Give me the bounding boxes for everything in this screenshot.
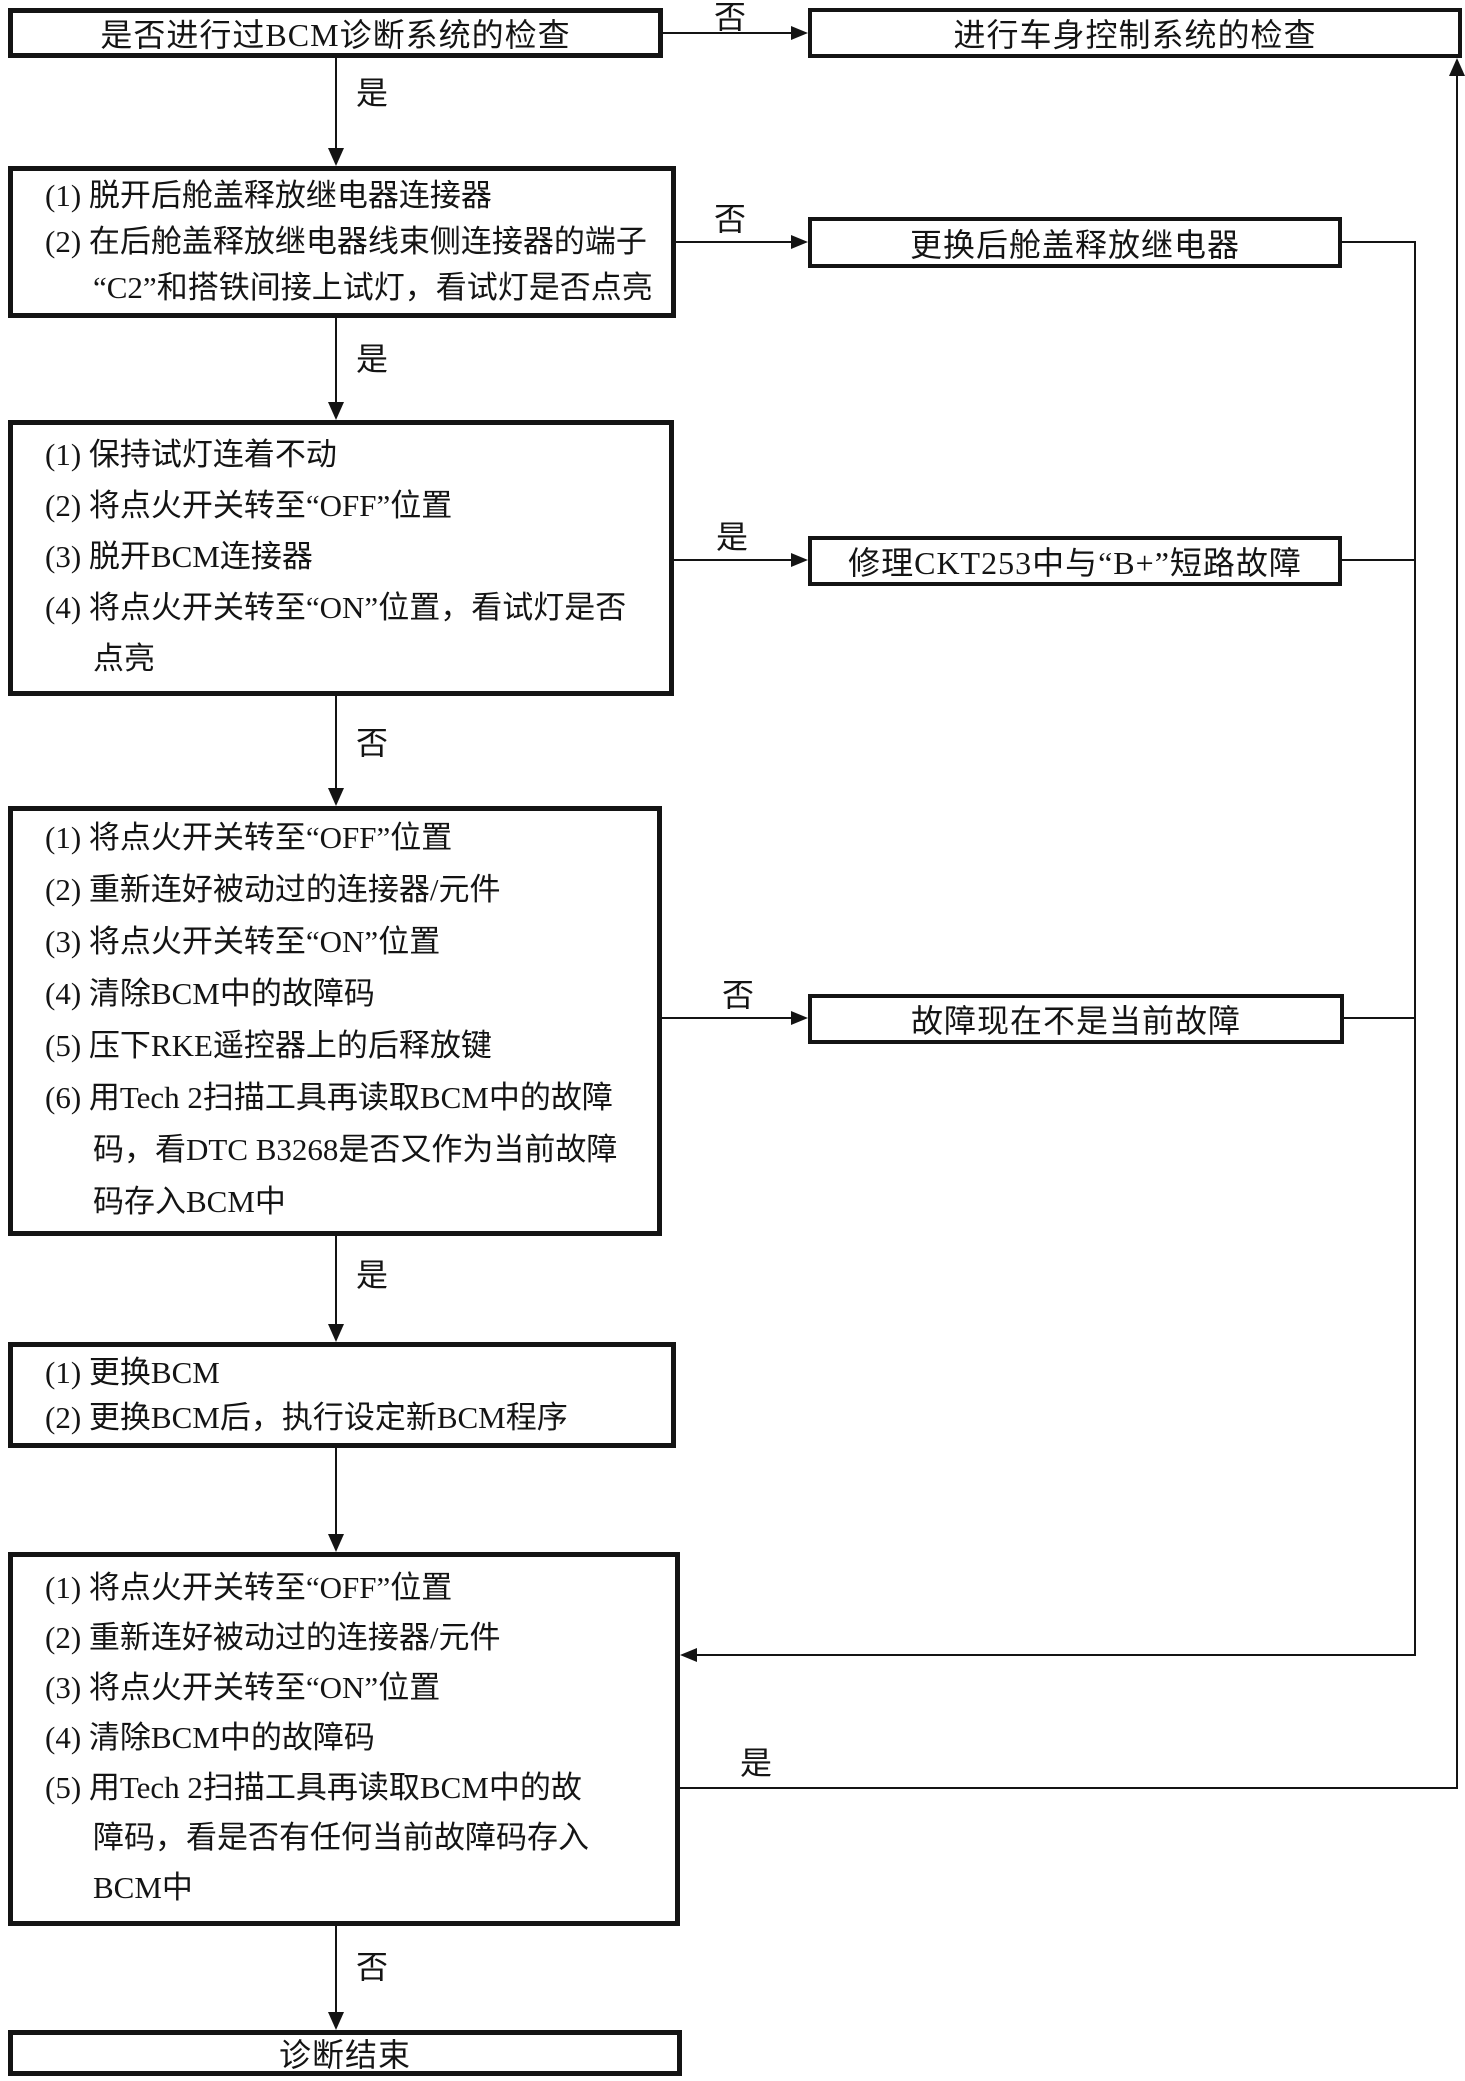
edge-check-to-bodycheck-label-no: 否: [714, 0, 747, 35]
edge-replacebcm-to-final-line: [335, 1448, 337, 1536]
node-body-system-check-text: 进行车身控制系统的检查: [953, 17, 1317, 53]
node-replace-relay: 更换后舱盖释放继电器: [808, 217, 1342, 268]
edge-relay-to-replacerelay-line: [676, 241, 791, 243]
node-final-recheck-line-2: (2) 重新连好被动过的连接器/元件: [45, 1620, 501, 1655]
edge-lampoff-to-repair-label-yes: 是: [716, 519, 749, 555]
node-final-recheck-line-7: BCM中: [93, 1870, 193, 1905]
node-relay-test-lamp: (1) 脱开后舱盖释放继电器连接器 (2) 在后舱盖释放继电器线束侧连接器的端子…: [8, 166, 676, 318]
edge-relay-to-replacerelay-arrowhead: [791, 235, 808, 249]
node-replace-bcm: (1) 更换BCM (2) 更换BCM后，执行设定新BCM程序: [8, 1342, 676, 1448]
edge-check-to-relay-arrowhead: [328, 148, 344, 166]
edge-relay-to-lampoff-label-yes: 是: [356, 341, 389, 377]
edge-repair-to-collector-line: [1342, 559, 1414, 561]
node-lamp-off-check-line-5: 点亮: [93, 641, 155, 676]
node-recheck-b3268-line-5: (5) 压下RKE遥控器上的后释放键: [45, 1028, 492, 1063]
node-recheck-b3268-line-4: (4) 清除BCM中的故障码: [45, 976, 375, 1011]
edge-final-to-end-line: [335, 1926, 337, 2012]
edge-check-to-bodycheck-arrowhead: [791, 26, 808, 40]
edge-collector-to-final-arrowhead: [680, 1648, 697, 1662]
node-final-recheck-line-4: (4) 清除BCM中的故障码: [45, 1720, 375, 1755]
edge-recheck-to-notcurrent-line: [662, 1017, 791, 1019]
node-final-recheck-line-3: (3) 将点火开关转至“ON”位置: [45, 1670, 441, 1705]
edge-recheck-to-replacebcm-line: [335, 1236, 337, 1324]
node-lamp-off-check: (1) 保持试灯连着不动 (2) 将点火开关转至“OFF”位置 (3) 脱开BC…: [8, 420, 674, 696]
node-lamp-off-check-line-3: (3) 脱开BCM连接器: [45, 539, 313, 574]
node-fault-not-current: 故障现在不是当前故障: [808, 994, 1344, 1044]
node-recheck-b3268-line-7: 码，看DTC B3268是否又作为当前故障: [93, 1132, 618, 1167]
node-final-recheck-line-1: (1) 将点火开关转至“OFF”位置: [45, 1570, 453, 1605]
node-repair-ckt253-text: 修理CKT253中与“B+”短路故障: [848, 545, 1302, 581]
edge-feedback-to-bodycheck-arrowhead: [1449, 58, 1465, 76]
node-relay-test-lamp-line-1: (1) 脱开后舱盖释放继电器连接器: [45, 178, 492, 213]
edge-replacebcm-to-final-arrowhead: [328, 1534, 344, 1552]
edge-notcurrent-to-collector-line: [1344, 1017, 1414, 1019]
edge-check-to-relay-label-yes: 是: [356, 75, 389, 111]
node-relay-test-lamp-line-3: “C2”和搭铁间接上试灯，看试灯是否点亮: [93, 270, 653, 305]
edge-lampoff-to-recheck-line: [335, 696, 337, 790]
node-diagnosis-end-text: 诊断结束: [278, 2037, 411, 2073]
node-recheck-b3268-line-3: (3) 将点火开关转至“ON”位置: [45, 924, 441, 959]
node-recheck-b3268-line-1: (1) 将点火开关转至“OFF”位置: [45, 820, 453, 855]
feedback-vertical-line: [1456, 74, 1458, 1789]
edge-lampoff-to-repair-arrowhead: [791, 553, 808, 567]
edge-lampoff-to-repair-line: [674, 559, 791, 561]
node-final-recheck-line-6: 障码，看是否有任何当前故障码存入: [93, 1820, 589, 1855]
node-repair-ckt253: 修理CKT253中与“B+”短路故障: [808, 536, 1342, 586]
node-recheck-dtc-b3268: (1) 将点火开关转至“OFF”位置 (2) 重新连好被动过的连接器/元件 (3…: [8, 806, 662, 1236]
edge-final-yes-label-yes: 是: [740, 1745, 773, 1781]
node-final-recheck-line-5: (5) 用Tech 2扫描工具再读取BCM中的故: [45, 1770, 582, 1805]
node-relay-test-lamp-line-2: (2) 在后舱盖释放继电器线束侧连接器的端子: [45, 224, 647, 259]
edge-check-to-bodycheck-line: [663, 32, 791, 34]
edge-recheck-to-notcurrent-label-no: 否: [722, 977, 755, 1013]
edge-relay-to-replacerelay-label-no: 否: [714, 201, 747, 237]
node-recheck-b3268-line-8: 码存入BCM中: [93, 1184, 286, 1219]
edge-final-yes-line: [680, 1787, 1458, 1789]
edge-check-to-relay-line: [335, 58, 337, 150]
node-check-bcm-text: 是否进行过BCM诊断系统的检查: [100, 17, 571, 53]
edge-final-to-end-label-no: 否: [356, 1949, 389, 1985]
node-diagnosis-end: 诊断结束: [8, 2030, 682, 2076]
node-recheck-b3268-line-6: (6) 用Tech 2扫描工具再读取BCM中的故障: [45, 1080, 613, 1115]
edge-lampoff-to-recheck-arrowhead: [328, 788, 344, 806]
edge-collector-to-final-line: [696, 1654, 1416, 1656]
node-final-recheck: (1) 将点火开关转至“OFF”位置 (2) 重新连好被动过的连接器/元件 (3…: [8, 1552, 680, 1926]
edge-recheck-to-replacebcm-label-yes: 是: [356, 1257, 389, 1293]
node-check-bcm-diagnosed: 是否进行过BCM诊断系统的检查: [8, 8, 663, 58]
edge-lampoff-to-recheck-label-no: 否: [356, 725, 389, 761]
node-lamp-off-check-line-2: (2) 将点火开关转至“OFF”位置: [45, 488, 453, 523]
node-replace-bcm-line-2: (2) 更换BCM后，执行设定新BCM程序: [45, 1400, 568, 1435]
edge-recheck-to-replacebcm-arrowhead: [328, 1324, 344, 1342]
node-replace-bcm-line-1: (1) 更换BCM: [45, 1355, 220, 1390]
node-replace-relay-text: 更换后舱盖释放继电器: [909, 226, 1240, 263]
node-lamp-off-check-line-4: (4) 将点火开关转至“ON”位置，看试灯是否: [45, 590, 627, 625]
node-fault-not-current-text: 故障现在不是当前故障: [910, 1003, 1241, 1039]
edge-final-to-end-arrowhead: [328, 2012, 344, 2030]
node-recheck-b3268-line-2: (2) 重新连好被动过的连接器/元件: [45, 872, 501, 907]
edge-replacerelay-to-collector-line: [1342, 241, 1414, 243]
collector-vertical-line: [1414, 241, 1416, 1656]
edge-recheck-to-notcurrent-arrowhead: [791, 1011, 808, 1025]
edge-relay-to-lampoff-arrowhead: [328, 402, 344, 420]
node-lamp-off-check-line-1: (1) 保持试灯连着不动: [45, 437, 337, 472]
node-body-system-check: 进行车身控制系统的检查: [808, 8, 1462, 58]
edge-relay-to-lampoff-line: [335, 318, 337, 404]
